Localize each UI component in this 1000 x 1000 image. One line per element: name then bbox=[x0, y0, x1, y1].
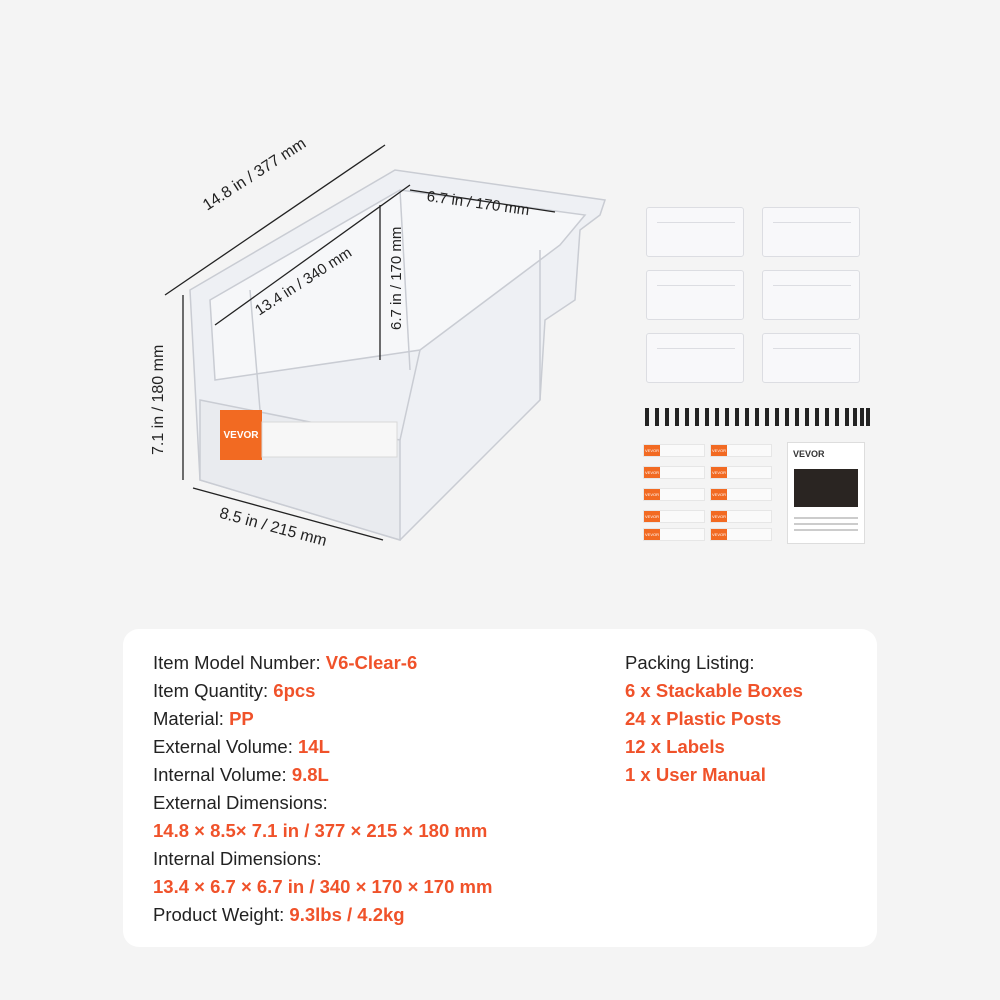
spec-row: External Volume: 14L bbox=[153, 736, 330, 757]
spec-row: Internal Dimensions: bbox=[153, 848, 322, 869]
storage-bin-illustration: VEVOR bbox=[164, 144, 606, 542]
packing-title: Packing Listing: bbox=[625, 652, 755, 673]
dim-inner-height: 6.7 in / 170 mm bbox=[388, 226, 405, 330]
mini-bin bbox=[646, 207, 744, 257]
plastic-posts bbox=[645, 408, 870, 426]
vevor-logo-text: VEVOR bbox=[223, 430, 259, 441]
user-manual: VEVOR bbox=[787, 442, 865, 544]
spec-row: External Dimensions: bbox=[153, 792, 328, 813]
packing-list: Packing Listing: 6 x Stackable Boxes 24 … bbox=[625, 649, 803, 789]
packing-item: 1 x User Manual bbox=[625, 764, 766, 785]
spec-row: 13.4 × 6.7 × 6.7 in / 340 × 170 × 170 mm bbox=[153, 876, 493, 897]
packing-item: 12 x Labels bbox=[625, 736, 725, 757]
mini-bin bbox=[762, 270, 860, 320]
spec-row: Item Quantity: 6pcs bbox=[153, 680, 316, 701]
vevor-logo-label bbox=[220, 410, 262, 460]
spec-row: 14.8 × 8.5× 7.1 in / 377 × 215 × 180 mm bbox=[153, 820, 488, 841]
mini-bin bbox=[646, 333, 744, 383]
spec-row: Product Weight: 9.3lbs / 4.2kg bbox=[153, 904, 405, 925]
mini-bin bbox=[762, 207, 860, 257]
spec-row: Item Model Number: V6-Clear-6 bbox=[153, 652, 418, 673]
spec-list: Item Model Number: V6-Clear-6 Item Quant… bbox=[153, 649, 492, 929]
spec-row: Material: PP bbox=[153, 708, 254, 729]
packing-item: 24 x Plastic Posts bbox=[625, 708, 782, 729]
mini-bin bbox=[762, 333, 860, 383]
packing-item: 6 x Stackable Boxes bbox=[625, 680, 803, 701]
manual-brand: VEVOR bbox=[793, 449, 825, 459]
mini-bin bbox=[646, 270, 744, 320]
dim-height: 7.1 in / 180 mm bbox=[150, 344, 167, 455]
spec-card: Item Model Number: V6-Clear-6 Item Quant… bbox=[123, 629, 877, 947]
spec-row: Internal Volume: 9.8L bbox=[153, 764, 329, 785]
